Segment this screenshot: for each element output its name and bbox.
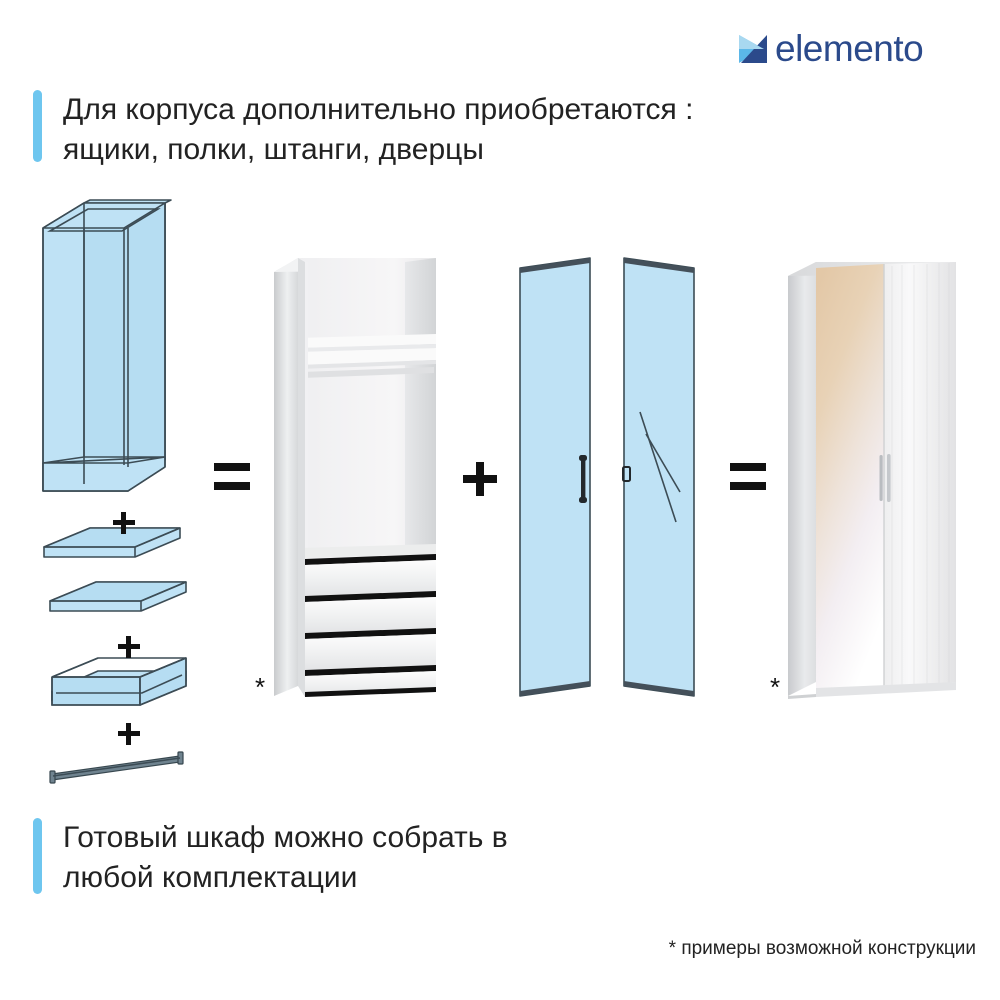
accent-bar: [33, 818, 42, 894]
white-cabinet-open-graphic: [274, 258, 436, 697]
glass-rod-icon: [49, 751, 184, 784]
asterisk-marker-result: *: [770, 672, 781, 702]
callout-bottom: Готовый шкаф можно собрать в любой компл…: [33, 818, 508, 894]
mirror-door-icon: [622, 257, 695, 697]
brand-logo: elemento: [738, 28, 924, 69]
parts-column-graphic: [42, 199, 187, 784]
brand-name: elemento: [775, 28, 924, 69]
accent-bar: [33, 90, 42, 162]
plain-door-icon: [519, 257, 591, 697]
plus-operator-4: [463, 462, 497, 496]
glass-shelf-2-icon: [49, 581, 187, 612]
glass-carcass-icon: [42, 199, 172, 492]
plus-operator-2: [118, 636, 140, 658]
elemento-triangle-logo-icon: [738, 33, 768, 64]
plus-operator-3: [118, 723, 140, 745]
glass-shelf-1-icon: [43, 527, 181, 558]
finished-wardrobe-graphic: [788, 262, 956, 699]
doors-graphic: [519, 257, 695, 697]
callout-bottom-text: Готовый шкаф можно собрать в любой компл…: [63, 821, 508, 895]
asterisk-marker-cabinet: *: [255, 672, 266, 702]
equals-operator-1: [214, 463, 250, 491]
plus-operator-1: [113, 512, 135, 534]
callout-top: Для корпуса дополнительно приобретаются …: [33, 90, 694, 167]
equals-operator-2: [730, 463, 766, 491]
glass-drawer-icon: [51, 657, 187, 706]
footnote-text: * примеры возможной конструкции: [668, 938, 976, 959]
drawer-stack: [305, 554, 436, 697]
callout-top-text: Для корпуса дополнительно приобретаются …: [63, 93, 694, 167]
